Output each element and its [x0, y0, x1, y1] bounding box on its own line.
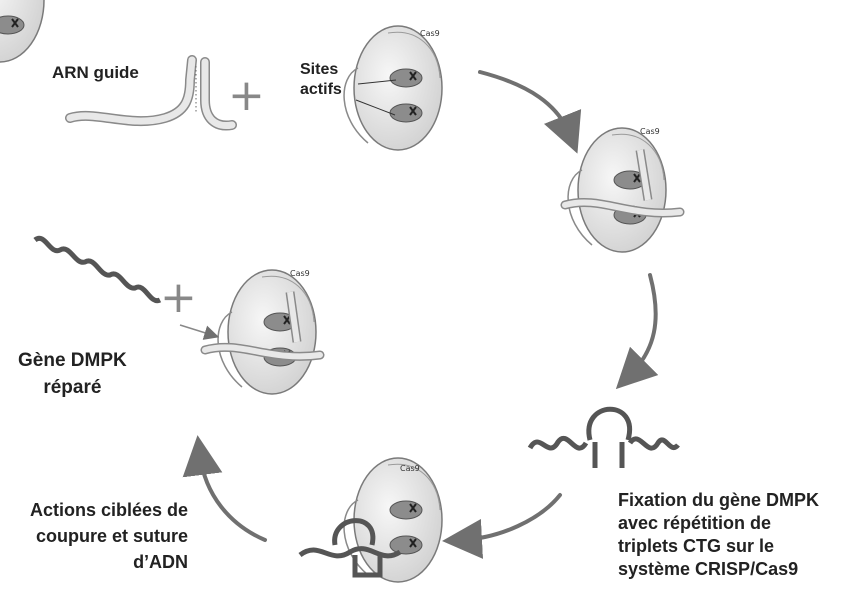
cas9-tag-2: Cas9	[640, 127, 660, 136]
arn-guide-label: ARN guide	[52, 63, 139, 83]
cas9-initial	[344, 26, 442, 150]
cas9-repaired: Cas9	[180, 269, 320, 394]
fixation-label: Fixation du gène DMPK avec répétition de…	[618, 489, 819, 581]
cas9-tag-4: Cas9	[400, 464, 420, 473]
dmpk-gene-hairpin	[530, 409, 678, 468]
cas9-protein	[0, 0, 44, 62]
plus-sign-2: +	[160, 272, 197, 323]
cas9-tag-3: Cas9	[290, 269, 310, 278]
gene-repare-label: Gène DMPK réparé	[18, 347, 127, 401]
cas9-tag-1: Cas9	[420, 29, 440, 38]
repaired-dna-helix	[35, 238, 160, 300]
cas9-with-guide: Cas9	[565, 127, 680, 252]
actions-label: Actions ciblées de coupure et suture d’A…	[30, 497, 188, 575]
sites-actifs-label: Sites actifs	[300, 60, 342, 100]
plus-sign-1: +	[228, 70, 265, 121]
cas9-cutting: Cas9	[300, 458, 442, 582]
